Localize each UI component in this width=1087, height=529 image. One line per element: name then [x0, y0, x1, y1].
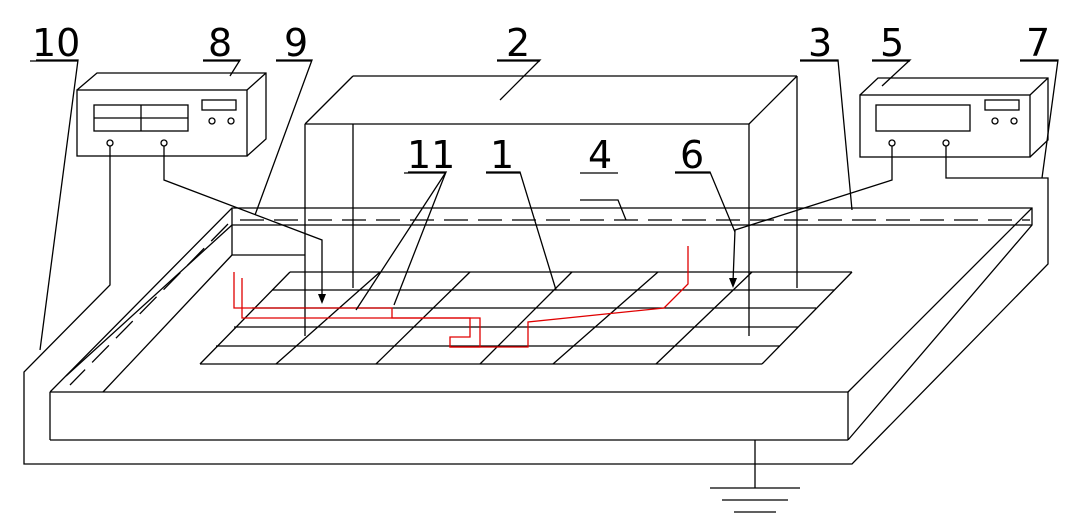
wires [23, 146, 1049, 513]
label-2: 2 [506, 21, 530, 65]
terminal-icon [160, 139, 168, 147]
label-3: 3 [808, 21, 832, 65]
knob-icon [991, 117, 999, 125]
leader-lines [36, 59, 1059, 351]
knob-icon [208, 117, 216, 125]
terminal-icon [106, 139, 114, 147]
label-11: 11 [407, 133, 455, 177]
knob-icon [1010, 117, 1018, 125]
label-underlines [30, 60, 1058, 174]
label-4: 4 [588, 133, 612, 177]
chamber-hood [304, 75, 798, 336]
base-tray [49, 207, 1033, 441]
label-10: 10 [32, 21, 80, 65]
label-5: 5 [880, 21, 904, 65]
meter-8 [76, 72, 267, 157]
liquid-level-line [69, 219, 1030, 386]
electrode-circuit [233, 246, 689, 348]
label-6: 6 [680, 133, 704, 177]
label-1: 1 [490, 133, 514, 177]
label-8: 8 [208, 21, 232, 65]
knob-icon [227, 117, 235, 125]
terminal-icon [942, 139, 950, 147]
label-9: 9 [284, 21, 308, 65]
grid-plate [199, 271, 853, 365]
meter-5 [859, 77, 1049, 158]
terminal-icon [888, 139, 896, 147]
label-7: 7 [1026, 21, 1050, 65]
